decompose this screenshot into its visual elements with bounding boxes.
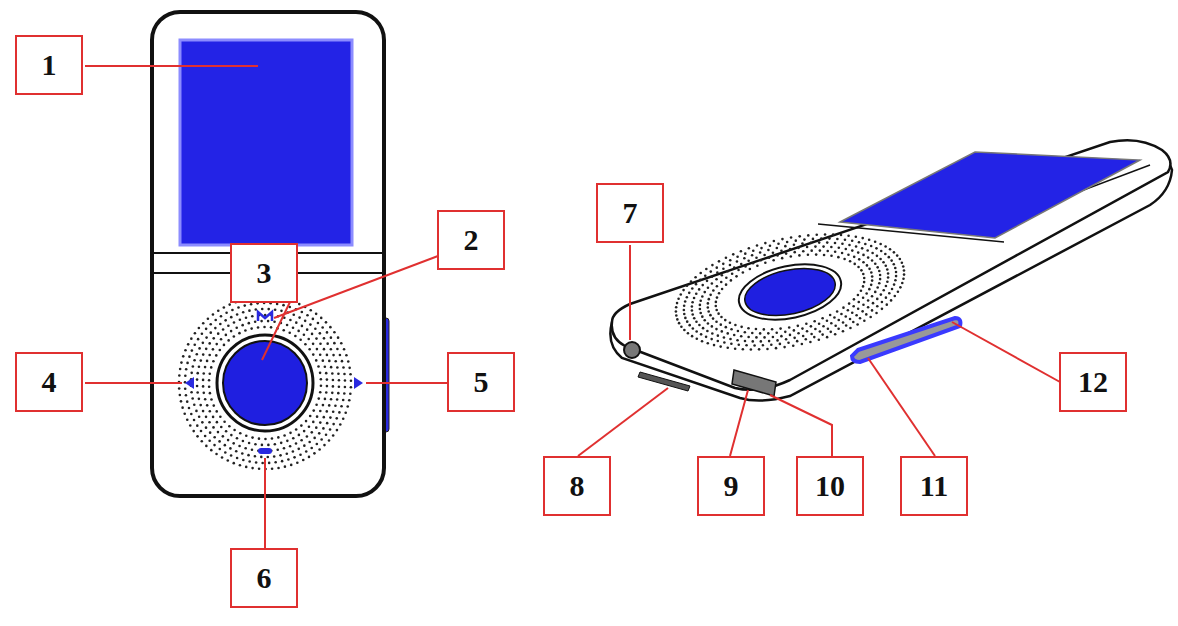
callout-number: 9: [724, 471, 739, 501]
side-button: [852, 318, 960, 362]
card-slot: [638, 372, 690, 391]
prev-symbol: [185, 377, 194, 389]
player-body: [152, 12, 384, 496]
callout-box: 3: [230, 243, 298, 303]
callout-box: 8: [543, 456, 611, 516]
callout-number: 5: [474, 367, 489, 397]
callout-box: 7: [596, 183, 664, 243]
center-button: [740, 261, 839, 323]
minus-symbol: [258, 448, 272, 454]
callout-number: 11: [920, 471, 948, 501]
menu-symbol: [258, 312, 272, 321]
callout-box: 2: [437, 210, 505, 270]
callout-number: 7: [623, 198, 638, 228]
callout-number: 10: [815, 471, 845, 501]
earphone-jack: [624, 342, 640, 358]
screen: [840, 152, 1140, 238]
callout-box: 9: [697, 456, 765, 516]
callout-number: 1: [42, 50, 57, 80]
callout-number: 12: [1078, 367, 1108, 397]
callout-box: 11: [900, 456, 968, 516]
next-symbol: [354, 377, 363, 389]
leader-lines: [85, 66, 1060, 548]
screen: [180, 40, 352, 245]
button-ring: [217, 335, 313, 431]
callout-box: 6: [230, 548, 298, 608]
usb-port: [732, 370, 776, 396]
callout-box: 1: [15, 35, 83, 95]
callout-number: 6: [257, 563, 272, 593]
callout-number: 4: [42, 367, 57, 397]
speaker-dots: [178, 296, 353, 471]
speaker-dots: [675, 233, 906, 351]
callout-number: 2: [464, 225, 479, 255]
callout-number: 8: [570, 471, 585, 501]
callout-box: 10: [796, 456, 864, 516]
callout-box: 4: [15, 352, 83, 412]
callout-box: 5: [447, 352, 515, 412]
callout-number: 3: [257, 258, 272, 288]
callout-box: 12: [1059, 352, 1127, 412]
front-view: [152, 12, 389, 496]
